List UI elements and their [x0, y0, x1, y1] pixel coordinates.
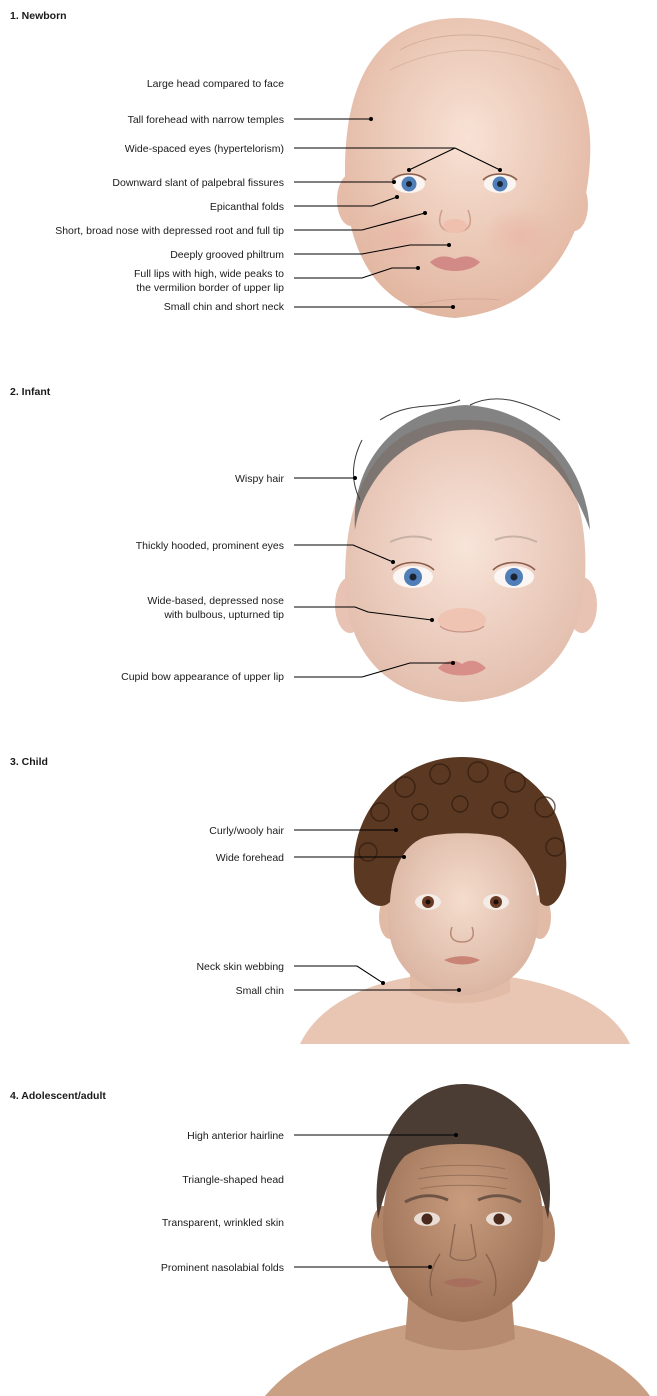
- section-child: 3. Child: [0, 752, 657, 1044]
- section-infant: 2. Infant Wispy hair Thickly ho: [0, 380, 657, 710]
- infant-leader-lines: [0, 380, 657, 710]
- section-newborn: 1. Newborn: [0, 0, 657, 340]
- section-adult: 4. Adolescent/adult: [0, 1084, 657, 1396]
- newborn-leader-lines: [0, 0, 657, 340]
- adult-leader-lines: [0, 1084, 657, 1396]
- child-leader-lines: [0, 752, 657, 1044]
